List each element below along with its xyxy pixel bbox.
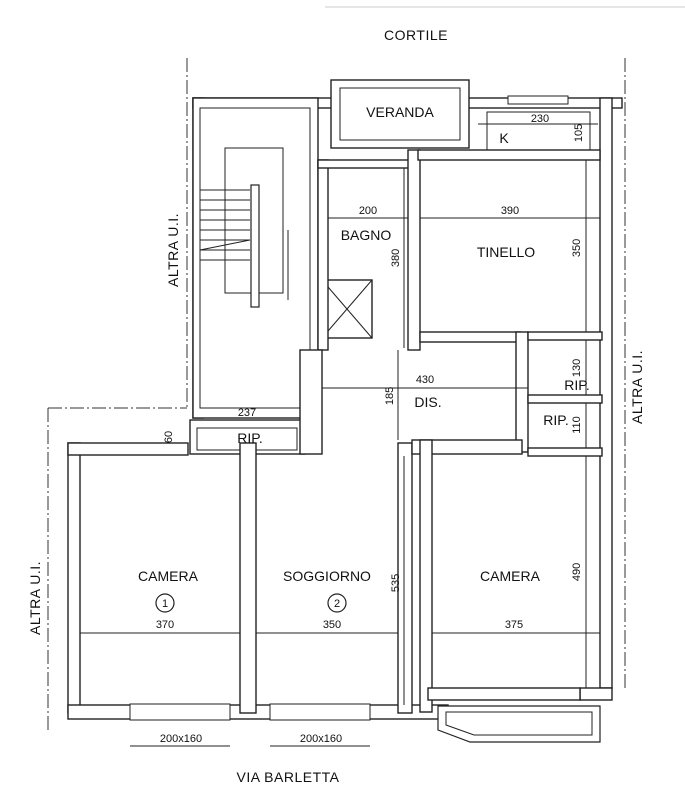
dim-dis-width: 430 [416, 374, 434, 386]
room-rip-right-top: RIP. [564, 377, 589, 393]
south-windows [129, 703, 371, 721]
dim-camera2-height: 490 [571, 563, 583, 581]
north-label: CORTILE [384, 27, 448, 43]
marker-circle-1 [155, 593, 175, 613]
room-soggiorno: SOGGIORNO [283, 568, 371, 584]
room-k: K [499, 130, 509, 146]
dim-bagno-height: 380 [390, 249, 402, 267]
room-rip-right-bottom: RIP. [543, 412, 568, 428]
dim-k-width: 230 [531, 113, 549, 125]
room-tinello: TINELLO [477, 244, 535, 260]
property-boundaries [47, 58, 626, 730]
dim-soggiorno-width: 350 [323, 619, 341, 631]
south-label: VIA BARLETTA [237, 769, 340, 785]
inner-walls-north [317, 149, 603, 457]
dim-rip-right-bottom: 110 [571, 416, 583, 434]
dim-rip-left-height: 60 [163, 431, 175, 443]
dim-window-1: 200x160 [160, 733, 202, 745]
dim-soggiorno-height: 535 [390, 574, 402, 592]
dim-tinello-height: 350 [571, 239, 583, 257]
bay-window [437, 705, 601, 743]
right-label: ALTRA U.I. [629, 350, 645, 424]
room-dis: DIS. [414, 394, 441, 410]
left-bottom-label: ALTRA U.I. [27, 561, 43, 635]
left-top-label: ALTRA U.I. [165, 213, 181, 287]
dim-rip-right-top: 130 [571, 359, 583, 377]
room-rip-left: RIP. [237, 430, 262, 446]
room-bagno: BAGNO [341, 227, 392, 243]
marker-1: 1 [162, 598, 168, 610]
room-camera-1: CAMERA [138, 568, 199, 584]
room-camera-2: CAMERA [480, 568, 541, 584]
dim-window-2: 200x160 [300, 733, 342, 745]
marker-circle-2 [327, 593, 347, 613]
room-veranda: VERANDA [366, 104, 434, 120]
dim-dis-height: 185 [384, 387, 396, 405]
marker-2: 2 [334, 598, 340, 610]
dim-bagno-width: 200 [359, 205, 377, 217]
dim-camera2-width: 375 [505, 619, 523, 631]
dim-tinello-width: 390 [501, 205, 519, 217]
dim-rip-left-width: 237 [238, 407, 256, 419]
dimension-lines [80, 160, 600, 747]
dim-camera1-width: 370 [156, 619, 174, 631]
inner-walls-south [189, 349, 581, 714]
veranda [330, 79, 470, 149]
stairwell [192, 97, 319, 419]
dim-k-height: 105 [573, 124, 585, 142]
lift-shaft [321, 279, 373, 339]
